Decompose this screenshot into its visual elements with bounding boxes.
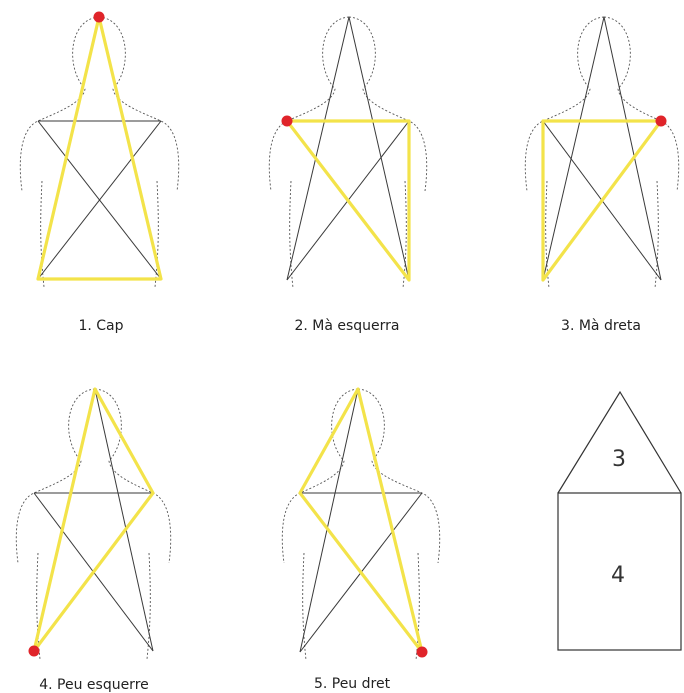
highlight-path — [32, 387, 155, 653]
figure-peu-esquerre — [15, 387, 172, 660]
start-point — [28, 645, 40, 657]
house-roof-label: 3 — [612, 447, 626, 472]
body-outline — [268, 16, 428, 289]
body-outline — [524, 16, 680, 289]
caption-peu-esquerre: 4. Peu esquerre — [39, 677, 149, 693]
start-point — [281, 115, 293, 127]
highlight-path — [298, 387, 424, 654]
pentagram-line — [299, 388, 359, 653]
figure-peu-dret — [281, 387, 441, 661]
start-point — [93, 11, 105, 23]
caption-ma-dreta: 3. Mà dreta — [561, 318, 641, 334]
pentagram-line — [542, 16, 605, 281]
start-point — [416, 646, 428, 658]
pentagram-line — [37, 120, 162, 280]
house-body-label: 4 — [611, 563, 625, 588]
pentagram-line — [94, 388, 154, 652]
caption-peu-dret: 5. Peu dret — [314, 676, 391, 692]
pentagram-line — [286, 16, 350, 281]
body-outline — [15, 388, 172, 660]
highlight-path — [36, 15, 163, 281]
house-diagram: 3 4 — [557, 390, 682, 651]
caption-cap: 1. Cap — [78, 318, 123, 334]
figure-cap — [19, 11, 180, 288]
highlight-path — [541, 119, 663, 282]
pentagram-line — [348, 16, 410, 281]
body-outline — [281, 388, 441, 661]
house-body — [557, 492, 682, 651]
caption-ma-esquerra: 2. Mà esquerra — [294, 318, 399, 334]
highlight-path — [285, 119, 411, 282]
figure-ma-esquerra — [268, 16, 428, 289]
start-point — [655, 115, 667, 127]
pentagram-line — [603, 16, 662, 281]
figure-ma-dreta — [524, 16, 680, 289]
body-outline — [19, 16, 180, 288]
house-roof — [557, 390, 682, 494]
